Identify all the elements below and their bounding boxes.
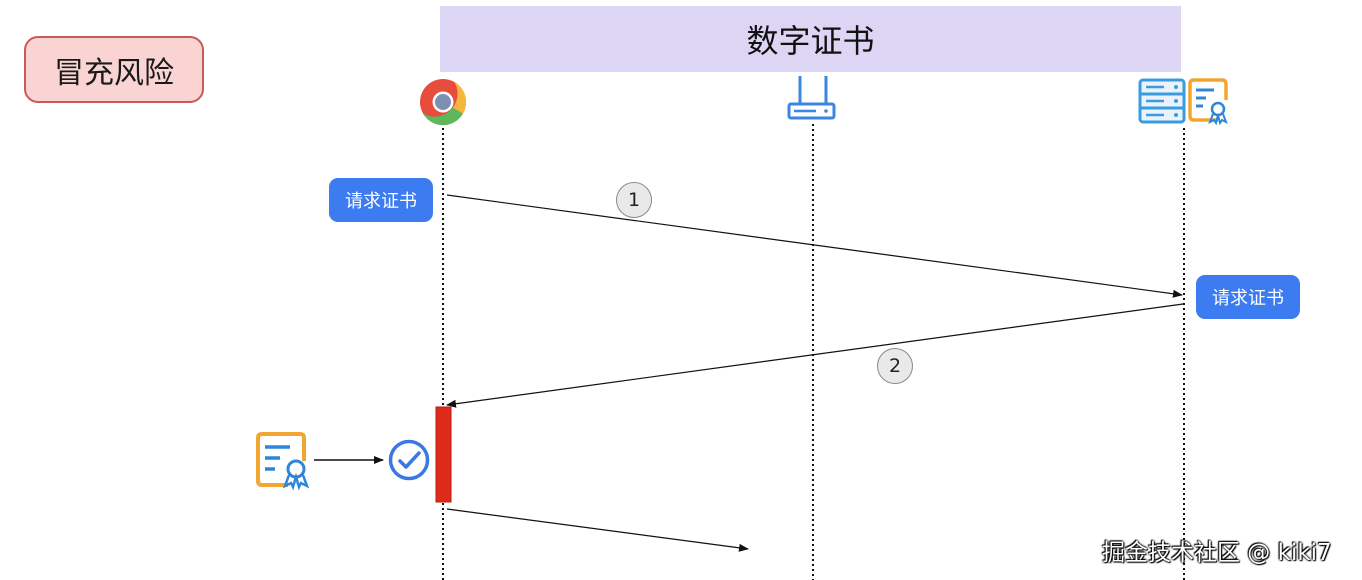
risk-badge: 冒充风险	[24, 36, 204, 103]
activation-bar	[435, 406, 452, 503]
step-number-text: 2	[888, 355, 902, 377]
chrome-browser-icon	[420, 79, 467, 126]
risk-badge-label: 冒充风险	[54, 55, 174, 91]
request-certificate-text: 请求证书	[1212, 288, 1284, 309]
server-icon	[1138, 78, 1186, 124]
diagram-title: 数字证书	[440, 6, 1181, 72]
step-number-text: 1	[627, 189, 641, 211]
check-circle-icon	[388, 439, 430, 481]
request-arrow-1	[446, 194, 1183, 298]
request-certificate-text: 请求证书	[345, 191, 417, 212]
router-icon	[787, 76, 836, 120]
request-certificate-label-server: 请求证书	[1196, 275, 1300, 319]
step-number-one: 1	[616, 182, 652, 218]
request-certificate-label-client: 请求证书	[329, 178, 433, 222]
source-watermark: 掘金技术社区 @ kiki7	[1102, 533, 1332, 567]
response-arrow-2	[446, 303, 1184, 408]
step-number-two: 2	[877, 348, 913, 384]
local-certificate-icon	[256, 432, 310, 491]
watermark-text: 掘金技术社区 @ kiki7	[1102, 540, 1332, 566]
diagram-title-text: 数字证书	[746, 22, 875, 60]
outgoing-arrow	[446, 508, 749, 552]
certificate-icon	[1188, 78, 1228, 126]
